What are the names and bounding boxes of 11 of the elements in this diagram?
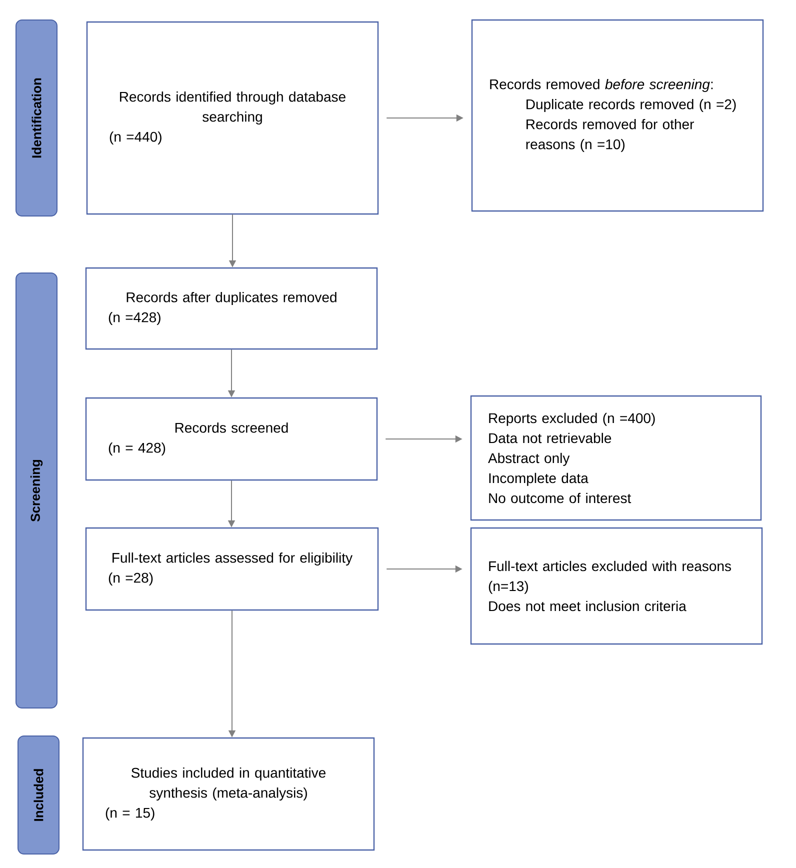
exclusion-box: Records removed before screening: Duplicate records removed (n =2) Records removed for other reasons (n =10) <box>471 19 764 212</box>
process-box: Studies included in quantitative synthesis (meta-analysis) (n = 15) <box>82 737 375 851</box>
process-box: Full-text articles assessed for eligibility (n =28) <box>85 527 379 611</box>
process-box: Records identified through database searching (n =440) <box>86 21 379 215</box>
stage-band: Identification <box>16 20 58 216</box>
exclusion-box: Full-text articles excluded with reasons (n=13) Does not meet inclusion criteria <box>470 527 763 645</box>
process-box: Records after duplicates removed (n =428) <box>85 267 378 350</box>
exclusion-box: Reports excluded (n =400) Data not retrievable Abstract only Incomplete data No outcome of interest <box>470 395 762 521</box>
process-box: Records screened (n = 428) <box>85 397 378 481</box>
stage-band: Screening <box>16 272 58 708</box>
stage-band: Included <box>18 736 60 854</box>
